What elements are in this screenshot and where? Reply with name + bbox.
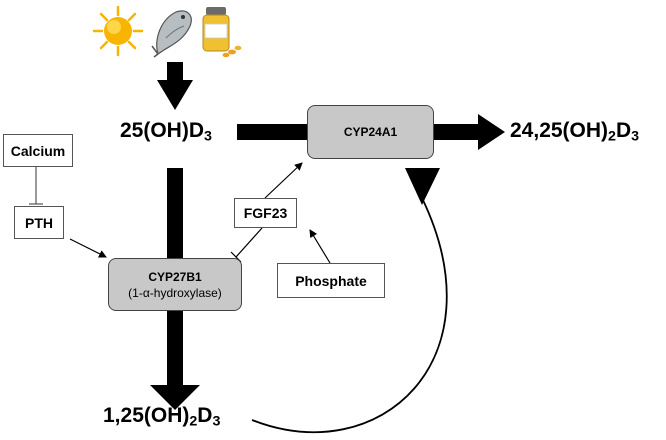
phosphate-box: Phosphate [277, 263, 385, 298]
fgf23-label: FGF23 [243, 205, 288, 221]
calcium-box: Calcium [3, 134, 73, 167]
calcitriol-label: 1,25(OH)2D3 [103, 404, 221, 430]
cyp27b1-enzyme: CYP27B1 (1-α-hydroxylase) [108, 258, 242, 311]
arrow-fgf23-to-cyp24a1 [264, 162, 303, 199]
inhibit-fgf23-cyp27b1 [230, 227, 263, 263]
arrow-calcidiol-to-cyp24a1 [237, 124, 307, 140]
feedback-calcitriol-to-cyp24a1 [251, 168, 448, 433]
fgf23-box: FGF23 [234, 198, 297, 228]
cyp27b1-subtitle: (1-α-hydroxylase) [128, 285, 222, 300]
inhibit-calcium-pth [29, 167, 43, 205]
inactive-metabolite-label: 24,25(OH)2D3 [510, 119, 640, 145]
arrow-cyp24a1-to-inactive [434, 114, 505, 150]
pth-label: PTH [25, 214, 53, 231]
arrow-sources-to-calcidiol [157, 62, 193, 110]
cyp24a1-label: CYP24A1 [343, 125, 398, 139]
sun-icon [92, 5, 144, 57]
fish-icon [150, 6, 198, 58]
pth-box: PTH [14, 206, 64, 239]
calcidiol-label: 25(OH)D3 [120, 119, 212, 145]
cyp27b1-label: CYP27B1 [148, 269, 202, 284]
cyp24a1-enzyme: CYP24A1 [307, 105, 434, 159]
supplement-bottle-icon [198, 4, 242, 58]
arrow-pth-to-cyp27b1 [69, 238, 107, 258]
phosphate-label: Phosphate [295, 272, 367, 289]
arrow-phosphate-to-fgf23 [309, 229, 331, 264]
calcium-label: Calcium [10, 142, 66, 159]
